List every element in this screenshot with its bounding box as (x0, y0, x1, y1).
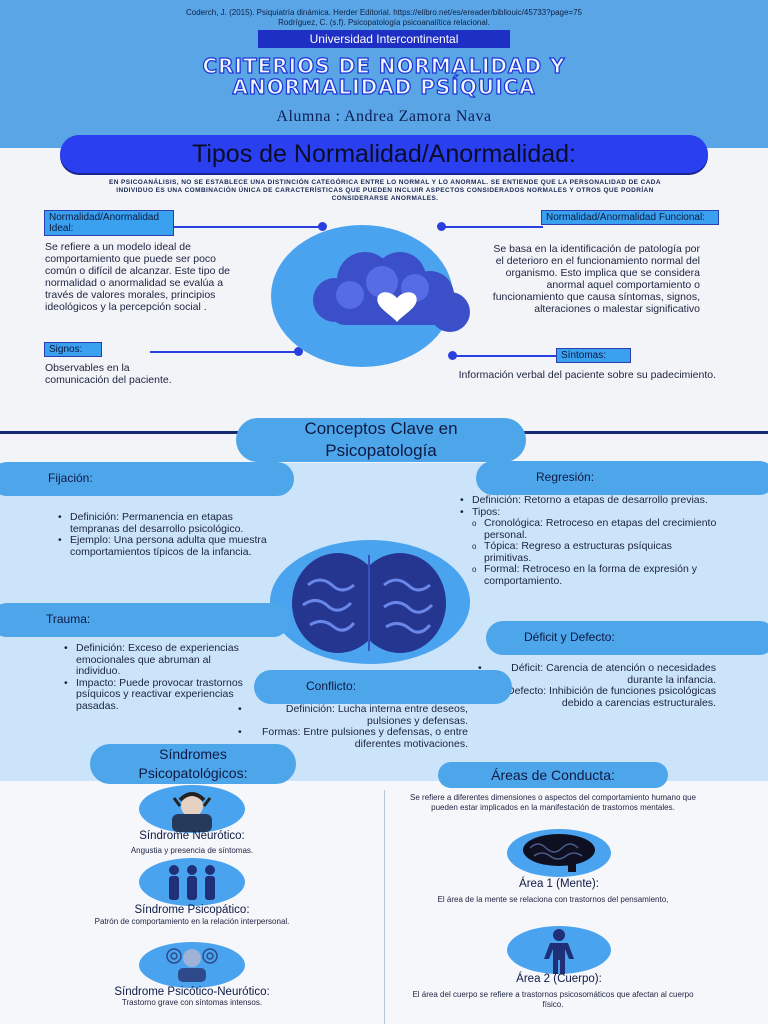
cloud-heart-icon (313, 252, 470, 332)
connector-dot (294, 347, 303, 356)
dizzy-person-icon (166, 948, 218, 982)
sindrome-title: Síndrome Psicótico-Neurótico: (114, 986, 270, 998)
list-item: Formas: Entre pulsiones y defensas, o en… (236, 726, 468, 750)
sintomas-label: Síntomas: (556, 348, 631, 363)
deficit-list: Déficit: Carencia de atención o necesida… (476, 662, 716, 709)
regresion-pill: Regresión: (476, 461, 768, 495)
connector-dot (437, 222, 446, 231)
trauma-pill: Trauma: (0, 603, 290, 637)
vertical-divider (384, 790, 385, 1024)
list-item: Definición: Lucha interna entre deseos, … (236, 703, 468, 727)
student-name: Alumna : Andrea Zamora Nava (276, 108, 492, 125)
conceptos-banner-text: Conceptos Clave en Psicopatología (304, 419, 458, 460)
conceptos-banner: Conceptos Clave en Psicopatología (236, 418, 526, 462)
regresion-label: Regresión: (536, 470, 595, 484)
conflicto-label: Conflicto: (306, 679, 357, 693)
sindromes-banner: Síndromes Psicopatológicos: (90, 744, 296, 784)
areas-banner: Áreas de Conducta: (438, 762, 668, 788)
tipos-banner: Tipos de Normalidad/Anormalidad: (60, 135, 708, 173)
brain-icon (292, 553, 446, 653)
sindrome-desc: Angustia y presencia de síntomas. (130, 846, 254, 855)
area-desc: El área de la mente se relaciona con tra… (437, 895, 669, 904)
list-subitem: Tópica: Regreso a estructuras psíquicas … (458, 540, 720, 564)
page-title: CRITERIOS DE NORMALIDAD Y ANORMALIDAD PS… (0, 54, 768, 99)
stressed-person-icon (172, 792, 212, 832)
list-item: Ejemplo: Una persona adulta que muestra … (56, 534, 270, 558)
connector-dot (318, 222, 327, 231)
sindrome-title: Síndrome Psicopático: (134, 904, 250, 916)
brain-icon (523, 834, 595, 872)
list-subitem: Cronológica: Retroceso en etapas del cre… (458, 517, 720, 541)
group-people-icon (169, 865, 215, 900)
university-badge: Universidad Intercontinental (258, 30, 510, 48)
funcional-text: Se basa en la identificación de patologí… (492, 243, 700, 315)
deficit-pill: Déficit y Defecto: (486, 621, 768, 655)
list-item: Defecto: Inhibición de funciones psicoló… (476, 685, 716, 709)
conflicto-pill: Conflicto: (254, 670, 512, 704)
list-item: Definición: Permanencia en etapas tempra… (56, 511, 270, 535)
signos-label: Signos: (44, 342, 102, 357)
list-item: Impacto: Puede provocar trastornos psíqu… (62, 677, 258, 713)
signos-text: Observables en la comunicación del pacie… (45, 362, 172, 386)
area-title: Área 1 (Mente): (519, 878, 599, 890)
human-body-icon (544, 929, 574, 974)
connector-dot (448, 351, 457, 360)
list-subitem: Formal: Retroceso en la forma de expresi… (458, 563, 720, 587)
reference-2: Rodríguez, C. (s.f). Psicopatología psic… (278, 18, 490, 27)
sindrome-title: Síndrome Neurótico: (139, 830, 245, 842)
title-line-1: CRITERIOS DE NORMALIDAD Y (202, 54, 566, 78)
sintomas-text: Información verbal del paciente sobre su… (458, 369, 716, 381)
connector-line (150, 351, 298, 353)
regresion-list: Definición: Retorno a etapas de desarrol… (458, 494, 720, 587)
title-line-2: ANORMALIDAD PSÍQUICA (232, 75, 536, 99)
sindromes-banner-text: Síndromes Psicopatológicos: (138, 746, 248, 781)
deficit-label: Déficit y Defecto: (524, 630, 615, 644)
sindrome-desc: Patrón de comportamiento en la relación … (94, 917, 290, 926)
connector-line (452, 355, 557, 357)
list-item: Definición: Exceso de experiencias emoci… (62, 642, 258, 678)
ideal-text: Se refiere a un modelo ideal de comporta… (45, 241, 231, 313)
reference-1: Coderch, J. (2015). Psiquiatría dinámica… (185, 8, 582, 17)
fijacion-label: Fijación: (48, 471, 93, 485)
area-title: Área 2 (Cuerpo): (516, 973, 602, 985)
connector-line (150, 226, 322, 228)
conflicto-list: Definición: Lucha interna entre deseos, … (236, 703, 468, 750)
references: Coderch, J. (2015). Psiquiatría dinámica… (0, 8, 768, 28)
list-item: Definición: Retorno a etapas de desarrol… (458, 494, 720, 507)
ideal-label: Normalidad/Anormalidad Ideal: (44, 210, 174, 236)
fijacion-pill: Fijación: (0, 462, 294, 496)
area-desc: El área del cuerpo se refiere a trastorn… (412, 990, 694, 1009)
tipos-intro: EN PSICOANÁLISIS, NO SE ESTABLECE UNA DI… (108, 179, 661, 202)
funcional-label: Normalidad/Anormalidad Funcional: (541, 210, 719, 225)
connector-line (445, 226, 543, 228)
list-item: Tipos: (458, 506, 720, 519)
areas-intro: Se refiere a diferentes dimensiones o as… (410, 793, 696, 812)
sindrome-desc: Trastorno grave con síntomas intensos. (121, 998, 263, 1007)
header-band (0, 0, 768, 148)
list-item: Déficit: Carencia de atención o necesida… (476, 662, 716, 686)
fijacion-list: Definición: Permanencia en etapas tempra… (56, 511, 270, 558)
trauma-list: Definición: Exceso de experiencias emoci… (62, 642, 258, 713)
trauma-label: Trauma: (46, 612, 91, 626)
